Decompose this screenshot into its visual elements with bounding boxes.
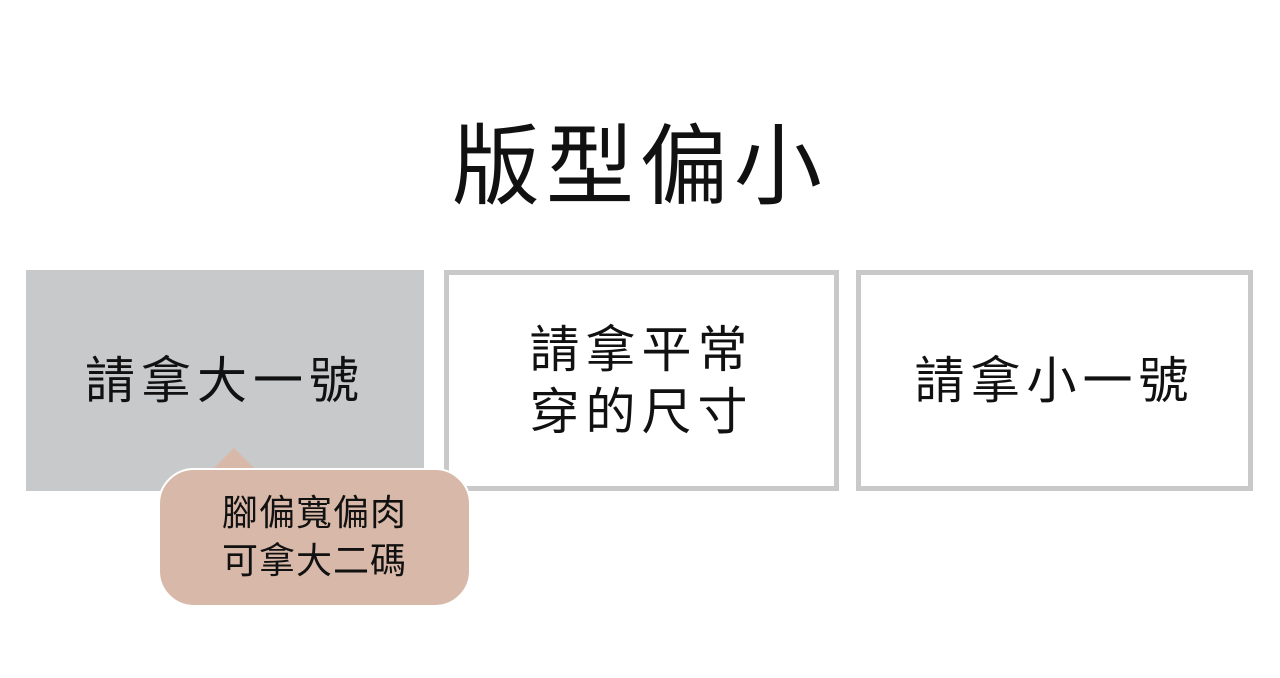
- option-label-line-2: 穿的尺寸: [529, 382, 754, 441]
- option-label: 請拿小一號: [914, 351, 1195, 410]
- tooltip-line-2: 可拿大二碼: [221, 540, 407, 582]
- option-normal-size[interactable]: 請拿平常 穿的尺寸: [444, 270, 839, 491]
- tooltip: 腳偏寬偏肉 可拿大二碼: [158, 468, 471, 607]
- tooltip-line-1: 腳偏寬偏肉: [221, 492, 407, 534]
- page-title: 版型偏小: [451, 115, 828, 218]
- option-label-line-1: 請拿平常: [529, 320, 754, 379]
- option-size-down[interactable]: 請拿小一號: [856, 270, 1253, 491]
- tooltip-pointer: [212, 448, 256, 470]
- option-label: 請拿大一號: [85, 351, 365, 410]
